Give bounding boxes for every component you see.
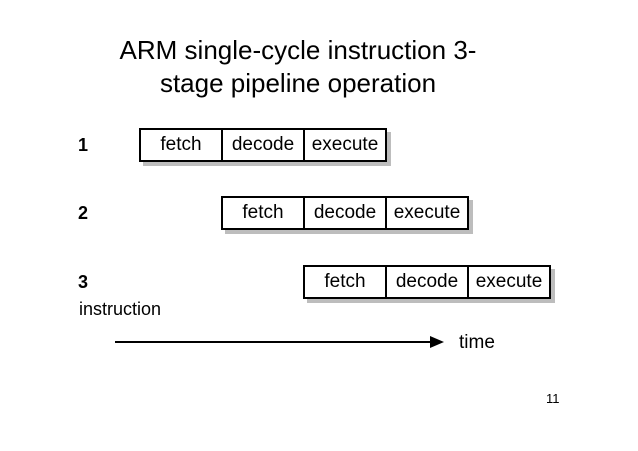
slide-title-line2: stage pipeline operation: [159, 68, 437, 98]
instruction-axis-label: instruction: [79, 299, 162, 319]
stage-cell-decode: decode: [303, 198, 385, 228]
stage-cell-decode: decode: [221, 130, 303, 160]
slide-title-line1: ARM single-cycle instruction 3-: [119, 35, 477, 65]
stage-cell-execute: execute: [385, 198, 467, 228]
slide-title: ARM single-cycle instruction 3- stage pi…: [0, 34, 596, 100]
pipeline-row-2: fetch decode execute: [221, 196, 469, 230]
time-axis-arrow: [115, 341, 431, 343]
pipeline-row-1: fetch decode execute: [139, 128, 387, 162]
stage-cell-decode: decode: [385, 267, 467, 297]
stage-cell-fetch: fetch: [324, 271, 366, 292]
row-label-2: 2: [78, 203, 89, 223]
row-label-3: 3: [78, 272, 89, 292]
stage-cell-execute: execute: [303, 130, 385, 160]
arrowhead-icon: [430, 336, 444, 348]
time-axis-label: time: [459, 332, 495, 353]
stage-cell-execute: execute: [467, 267, 549, 297]
row-label-1: 1: [78, 135, 89, 155]
pipeline-row-3: fetch decode execute: [303, 265, 551, 299]
stage-cell-fetch: fetch: [160, 134, 202, 155]
stage-cell-fetch: fetch: [242, 202, 284, 223]
page-number: 11: [546, 391, 560, 406]
